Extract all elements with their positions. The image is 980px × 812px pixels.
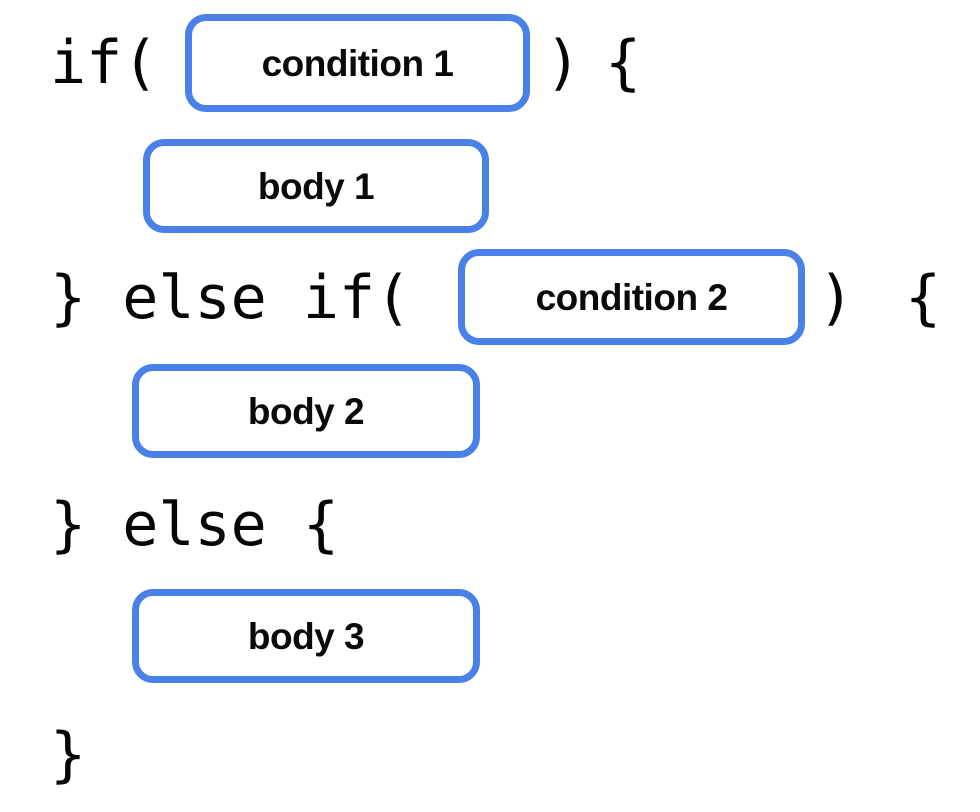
code-keyword-else: } else { xyxy=(50,490,339,560)
slot-body-3-label: body 3 xyxy=(247,615,365,657)
slot-body-1-label: body 1 xyxy=(257,165,375,207)
slot-body-3[interactable]: body 3 xyxy=(132,589,480,683)
slot-condition-2[interactable]: condition 2 xyxy=(458,249,805,345)
code-keyword-else-if: } else if( xyxy=(50,263,412,333)
slot-condition-2-label: condition 2 xyxy=(535,276,728,318)
code-close-brace-final: } xyxy=(50,720,87,790)
slot-condition-1-label: condition 1 xyxy=(261,42,454,84)
slot-body-1[interactable]: body 1 xyxy=(143,139,489,233)
slot-body-2[interactable]: body 2 xyxy=(132,364,480,458)
code-keyword-if: if( xyxy=(50,28,159,98)
code-open-brace-1: { xyxy=(605,28,642,98)
code-close-paren-2: ) xyxy=(818,263,855,333)
code-close-paren-1: ) xyxy=(545,28,582,98)
slot-condition-1[interactable]: condition 1 xyxy=(185,14,530,112)
slot-body-2-label: body 2 xyxy=(247,390,365,432)
code-open-brace-2: { xyxy=(905,263,942,333)
